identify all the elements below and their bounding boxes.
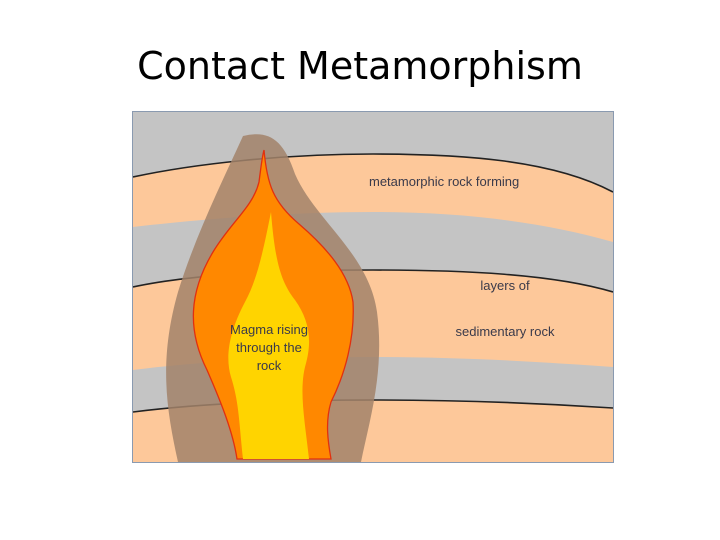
diagram-frame: metamorphic rock forming layers of sedim… (132, 111, 614, 463)
label-magma-line1: Magma rising (230, 322, 308, 337)
magma-inner-core (228, 212, 310, 459)
label-sedimentary-line1: layers of (480, 278, 530, 293)
label-magma-line3: rock (257, 358, 282, 373)
label-sedimentary-line2: sedimentary rock (456, 324, 555, 339)
contact-metamorphism-diagram: metamorphic rock forming layers of sedim… (133, 112, 613, 462)
label-metamorphic-rock: metamorphic rock forming (369, 174, 519, 189)
label-magma-line2: through the (236, 340, 302, 355)
slide-title: Contact Metamorphism (137, 44, 583, 88)
layer-line-1 (133, 153, 613, 193)
